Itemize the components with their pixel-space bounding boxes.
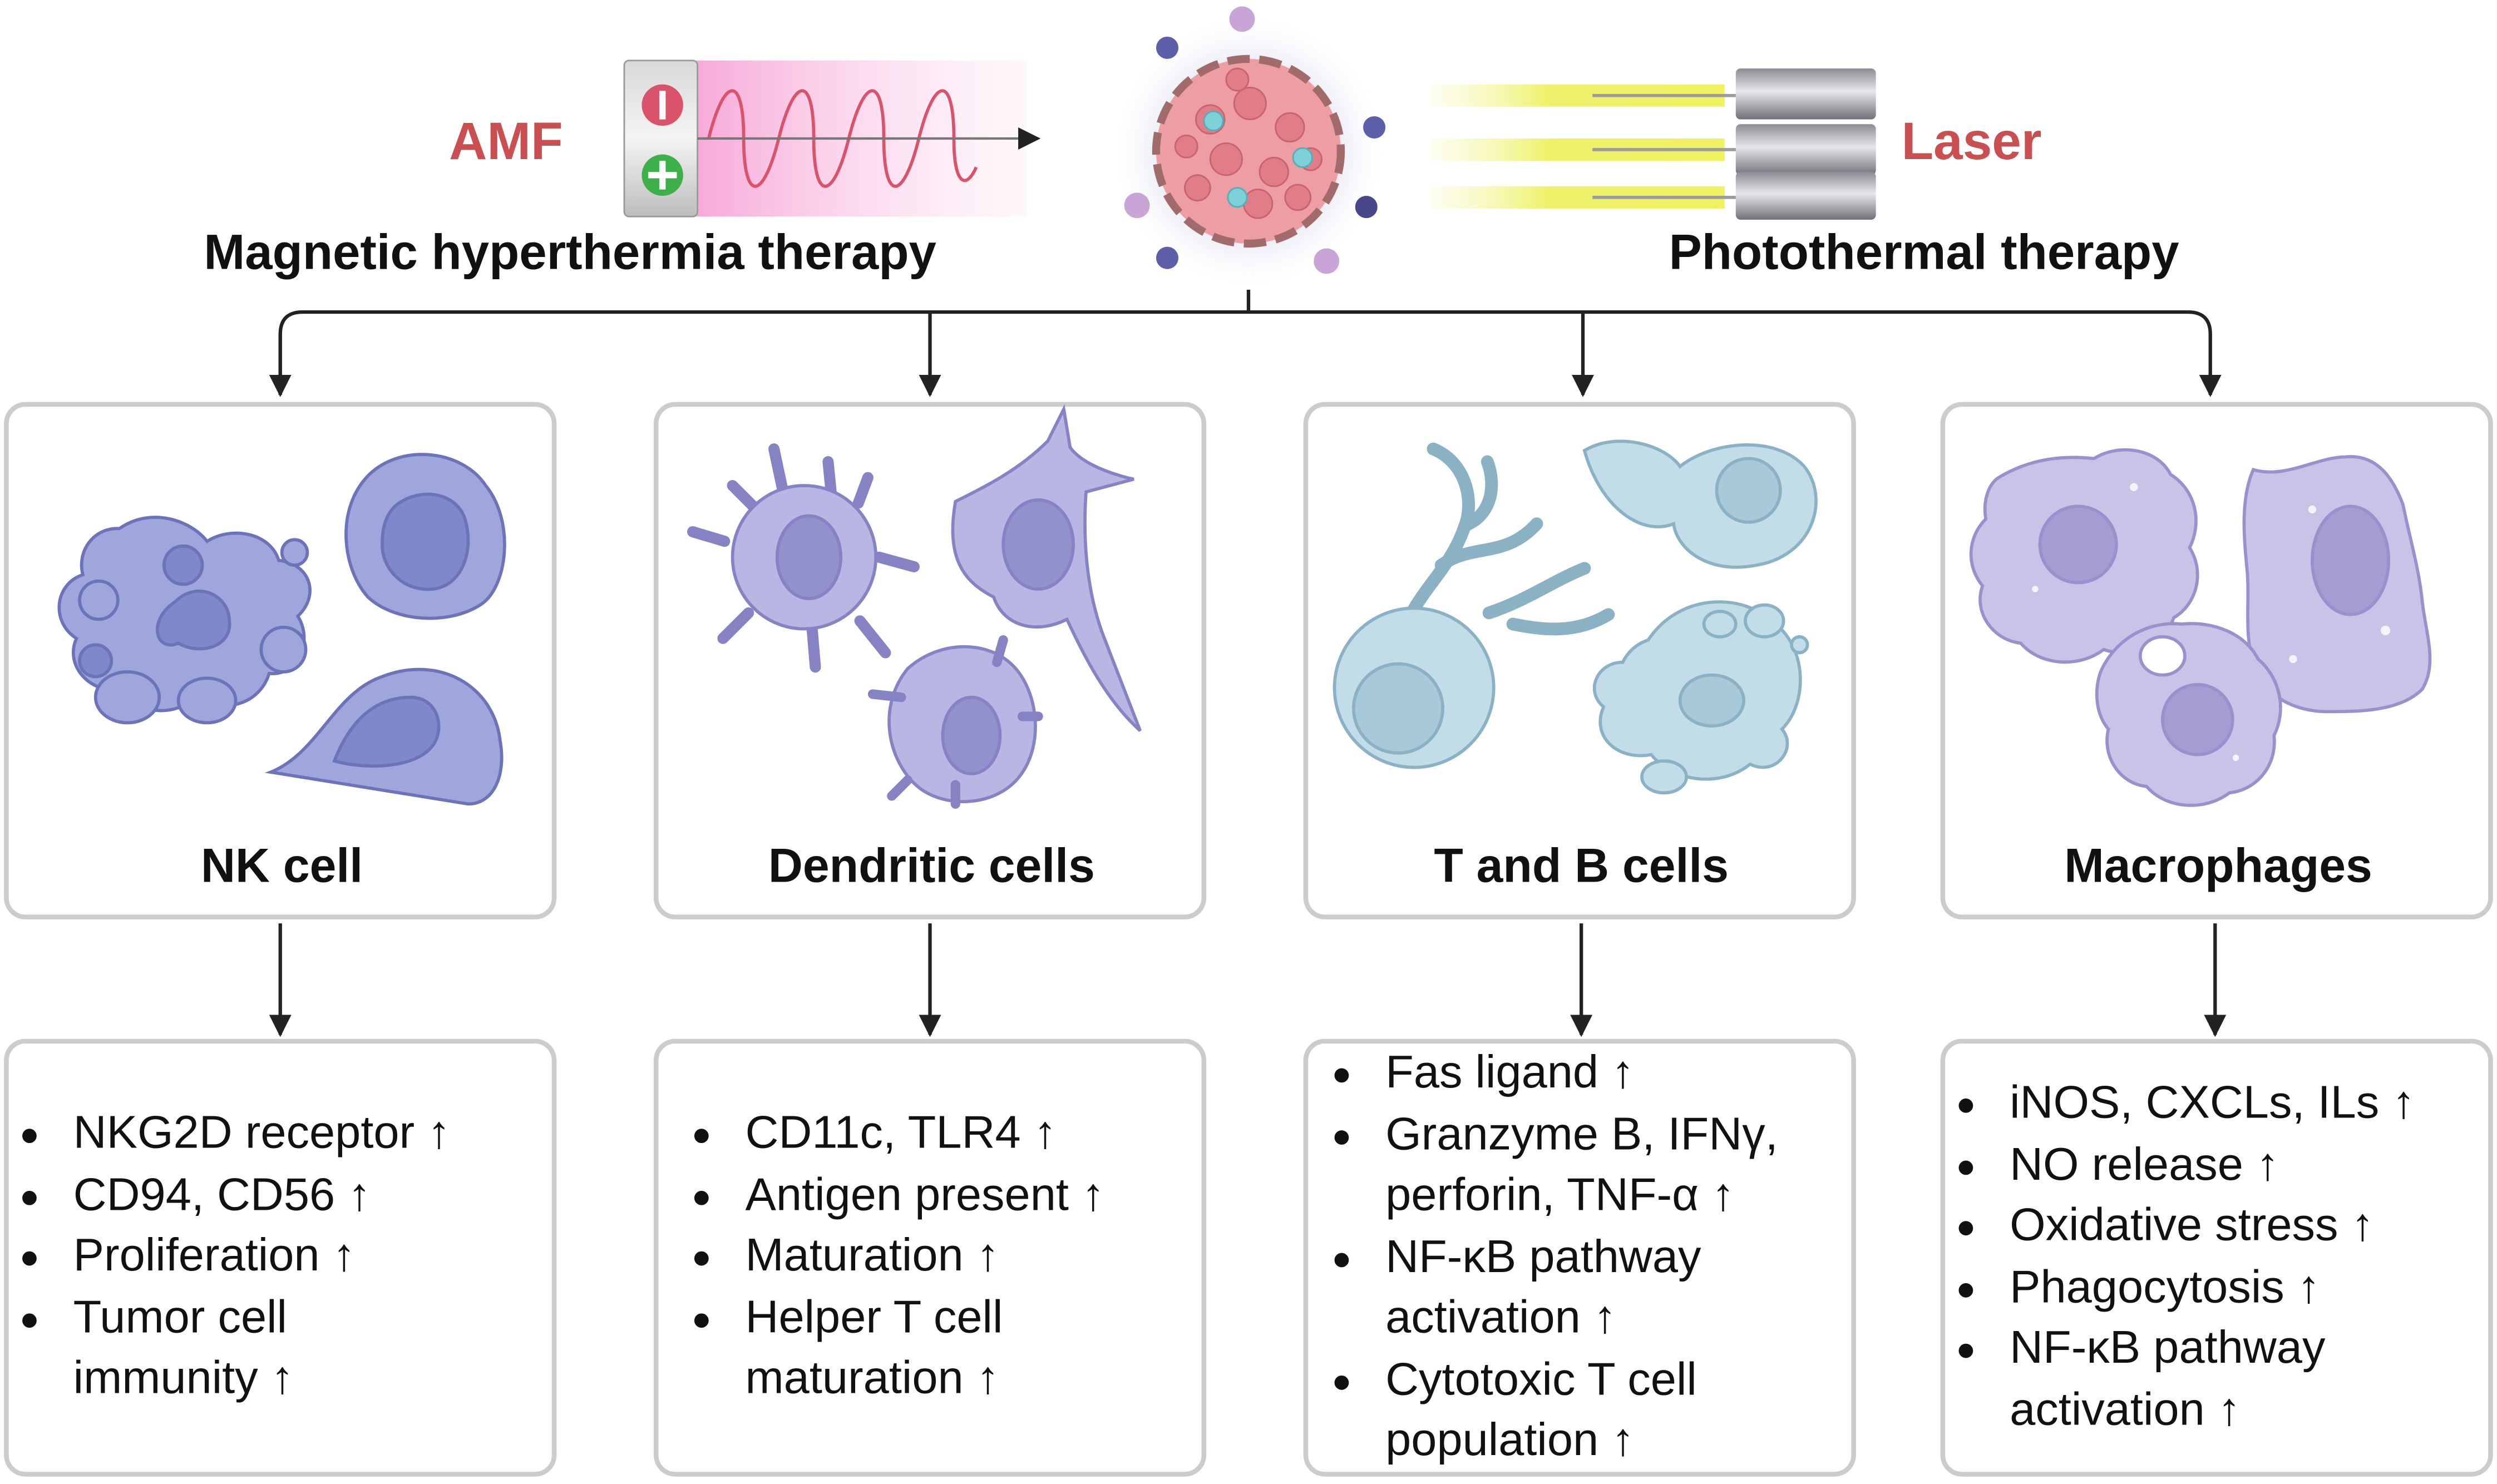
dendritic-cells-illustration bbox=[687, 404, 1142, 809]
list-item: Phagocytosis ↑ bbox=[1952, 1257, 2415, 1318]
t-and-b-cells-title: T and B cells bbox=[1434, 840, 1729, 893]
nk-cell-effects-box bbox=[4, 1038, 557, 1477]
laser-label: Laser bbox=[1901, 111, 2042, 171]
t-and-b-cells-illustration bbox=[1333, 439, 1818, 795]
macrophages-illustration bbox=[1969, 448, 2432, 807]
photothermal-therapy-label: Photothermal therapy bbox=[1669, 224, 2179, 280]
dendritic-cells-effects-list: CD11c, TLR4 ↑ Antigen present ↑ Maturati… bbox=[688, 1104, 1105, 1410]
macrophages-effects-box bbox=[1940, 1038, 2493, 1477]
amf-label: AMF bbox=[449, 111, 563, 171]
t-and-b-cells-effects-box bbox=[1303, 1038, 1856, 1477]
list-item: Oxidative stress ↑ bbox=[1952, 1196, 2415, 1257]
t-and-b-cells-effects-list: Fas ligand ↑ Granzyme B, IFNγ,perforin, … bbox=[1328, 1043, 1778, 1472]
macrophages-title: Macrophages bbox=[2064, 840, 2372, 893]
dendritic-cells-effects-box bbox=[653, 1038, 1207, 1477]
laser-emitter bbox=[1735, 68, 1876, 120]
list-item: Fas ligand ↑ bbox=[1328, 1043, 1778, 1104]
list-item: Antigen present ↑ bbox=[688, 1165, 1105, 1226]
list-item: CD94, CD56 ↑ bbox=[16, 1165, 451, 1226]
list-item: Granzyme B, IFNγ,perforin, TNF-α ↑ bbox=[1328, 1104, 1778, 1226]
nk-cell-illustration bbox=[57, 453, 506, 806]
list-item: CD11c, TLR4 ↑ bbox=[688, 1104, 1104, 1165]
list-item: iNOS, CXCLs, ILs ↑ bbox=[1952, 1073, 2415, 1134]
laser-device-illustration bbox=[1430, 68, 1876, 220]
list-item: Maturation ↑ bbox=[688, 1226, 1104, 1287]
list-item: NKG2D receptor ↑ bbox=[16, 1104, 451, 1165]
list-item: Proliferation ↑ bbox=[16, 1226, 451, 1287]
tumor-illustration bbox=[1108, 6, 1389, 291]
nk-cell-title: NK cell bbox=[201, 840, 363, 893]
magnetic-field-coil-icon bbox=[707, 89, 978, 188]
macrophages-effects-list: iNOS, CXCLs, ILs ↑ NO release ↑ Oxidativ… bbox=[1952, 1073, 2415, 1441]
magnetic-hyperthermia-therapy-label: Magnetic hyperthermia therapy bbox=[204, 224, 936, 280]
nk-cell-effects-list: NKG2D receptor ↑ CD94, CD56 ↑ Proliferat… bbox=[16, 1104, 451, 1410]
distribution-arrows bbox=[269, 289, 2227, 1037]
list-item: NO release ↑ bbox=[1952, 1134, 2415, 1195]
dendritic-cells-title: Dendritic cells bbox=[768, 840, 1095, 893]
amf-device-illustration bbox=[623, 60, 1041, 217]
nanoparticle-icon bbox=[1203, 110, 1224, 132]
